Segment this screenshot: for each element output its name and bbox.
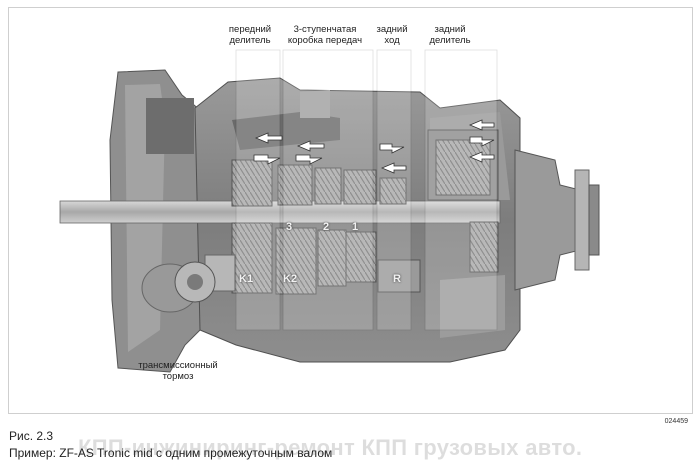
part-gear-1: 1 (352, 221, 359, 233)
label-rear-splitter-line2: делитель (429, 35, 471, 46)
label-main-box: 3-ступенчатая коробка передач (280, 24, 370, 46)
part-gear-3: 3 (286, 221, 293, 233)
part-k1: K1 (239, 273, 254, 285)
highlight-main-box (282, 49, 374, 331)
arrow-right-icon (379, 143, 405, 154)
label-reverse-line2: ход (384, 35, 400, 46)
shift-arrows (253, 119, 495, 174)
arrow-right-icon (295, 154, 323, 165)
arrow-right-icon (253, 154, 281, 165)
main-shaft-gears (231, 129, 499, 207)
output-flange (514, 149, 600, 291)
part-k2: K2 (283, 273, 298, 285)
label-brake-line1: трансмиссионный (138, 360, 218, 371)
arrow-left-icon (296, 140, 325, 152)
arrow-left-icon (468, 151, 495, 163)
part-reverse: R (393, 273, 401, 285)
label-main-box-line2: коробка передач (287, 35, 363, 46)
figure-code: 024459 (664, 418, 688, 425)
label-reverse-line1: задний (376, 24, 408, 35)
section-highlights (235, 49, 498, 331)
figure-caption: Пример: ZF-AS Tronic mid с одним промежу… (9, 446, 333, 460)
transmission-brake (174, 261, 216, 303)
highlight-front-splitter (235, 49, 281, 331)
arrow-right-icon (469, 136, 495, 147)
arrow-left-icon (380, 162, 407, 174)
label-rear-splitter-line1: задний (434, 24, 466, 35)
gearbox-illustration (59, 49, 600, 373)
label-main-box-line1: 3-ступенчатая (293, 24, 357, 35)
figure-number: Рис. 2.3 (9, 429, 54, 443)
arrow-left-icon (468, 119, 495, 131)
countershaft-gears (204, 221, 499, 295)
label-brake: трансмиссионный тормоз (128, 360, 228, 382)
label-front-splitter-line2: делитель (229, 35, 271, 46)
highlight-reverse (376, 49, 412, 331)
label-rear-splitter: задний делитель (420, 24, 480, 46)
label-brake-line2: тормоз (162, 371, 194, 382)
label-front-splitter-line1: передний (228, 24, 272, 35)
watermark: КПП-инжиниринг-ремонт КПП грузовых авто. (78, 435, 583, 460)
label-reverse: задний ход (372, 24, 412, 46)
highlight-rear-splitter (424, 49, 498, 331)
part-gear-2: 2 (323, 221, 330, 233)
label-front-splitter: передний делитель (220, 24, 280, 46)
arrow-left-icon (254, 132, 283, 144)
